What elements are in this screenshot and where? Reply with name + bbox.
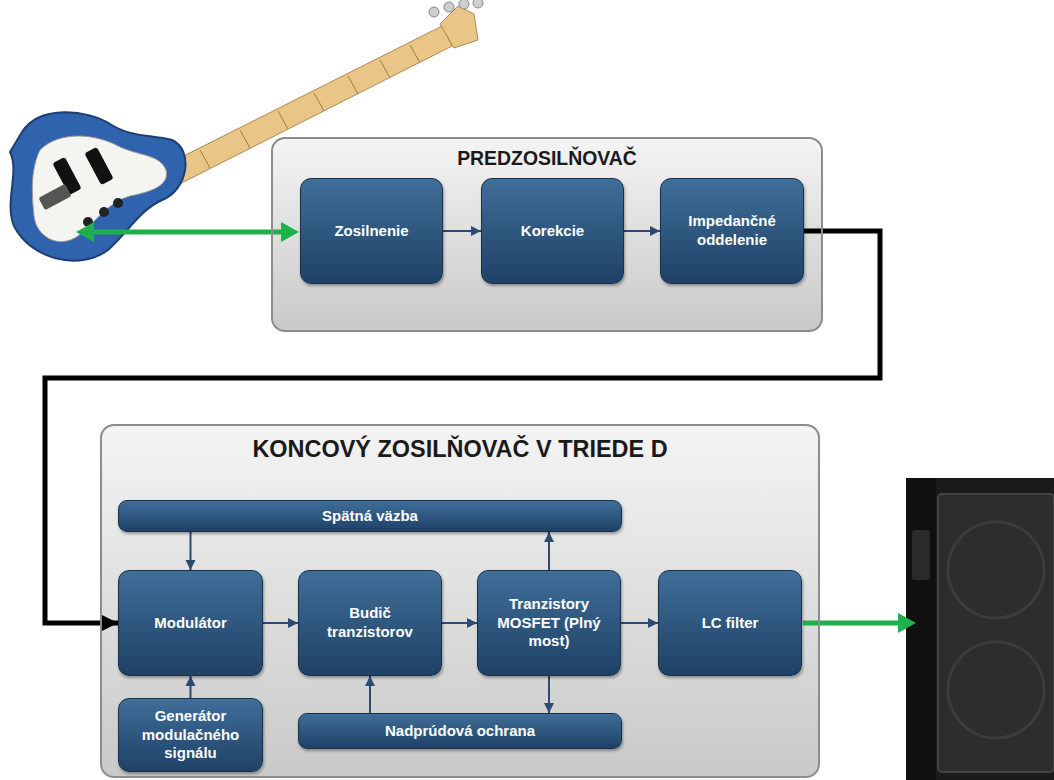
flow-arrow — [548, 676, 550, 713]
flow-arrow — [190, 676, 192, 698]
process-box: Modulátor — [118, 570, 263, 676]
speaker-cabinet — [906, 478, 1054, 780]
block-label: Generátor modulačného signálu — [125, 707, 256, 763]
stage-title: KONCOVÝ ZOSILŇOVAČ V TRIEDE D — [102, 436, 818, 463]
flow-arrow — [369, 676, 371, 713]
block-label: Tranzistory MOSFET (Plný most) — [484, 595, 614, 651]
amplifier-stage-panel: PREDZOSILŇOVAČ Zosilnenie Korekcie Impedanč… — [271, 137, 823, 332]
flow-arrow — [443, 230, 481, 232]
block-label: Nadprúdová ochrana — [385, 722, 535, 741]
stage-title: PREDZOSILŇOVAČ — [273, 147, 821, 170]
process-box: Zosilnenie — [300, 178, 443, 284]
flow-arrow — [624, 230, 660, 232]
flow-arrow — [442, 622, 477, 624]
panel-fill — [101, 425, 819, 777]
amplifier-stage-panel: KONCOVÝ ZOSILŇOVAČ V TRIEDE D Spätná väzb… — [100, 424, 820, 778]
block-label: LC filter — [702, 614, 759, 633]
block-label: Impedančné oddelenie — [667, 212, 797, 250]
bus-band: Nadprúdová ochrana — [298, 713, 622, 749]
process-box: Korekcie — [481, 178, 624, 284]
flow-arrow — [548, 532, 550, 570]
panel-fill — [272, 138, 822, 331]
signal-wire — [45, 231, 880, 623]
signal-cable-arrow — [76, 222, 299, 242]
process-box: Budič tranzistorov — [298, 570, 442, 676]
flow-arrow — [621, 622, 658, 624]
flow-arrow — [190, 532, 192, 570]
flow-arrow — [263, 622, 298, 624]
process-box: Tranzistory MOSFET (Plný most) — [477, 570, 621, 676]
block-label: Zosilnenie — [334, 222, 408, 241]
block-label: Budič tranzistorov — [305, 604, 435, 642]
process-box: Impedančné oddelenie — [660, 178, 804, 284]
bus-band: Spätná väzba — [118, 500, 622, 532]
process-box: Generátor modulačného signálu — [118, 698, 263, 772]
block-label: Modulátor — [154, 614, 227, 633]
process-box: LC filter — [658, 570, 802, 676]
block-label: Korekcie — [521, 222, 584, 241]
block-label: Spätná väzba — [322, 507, 418, 526]
